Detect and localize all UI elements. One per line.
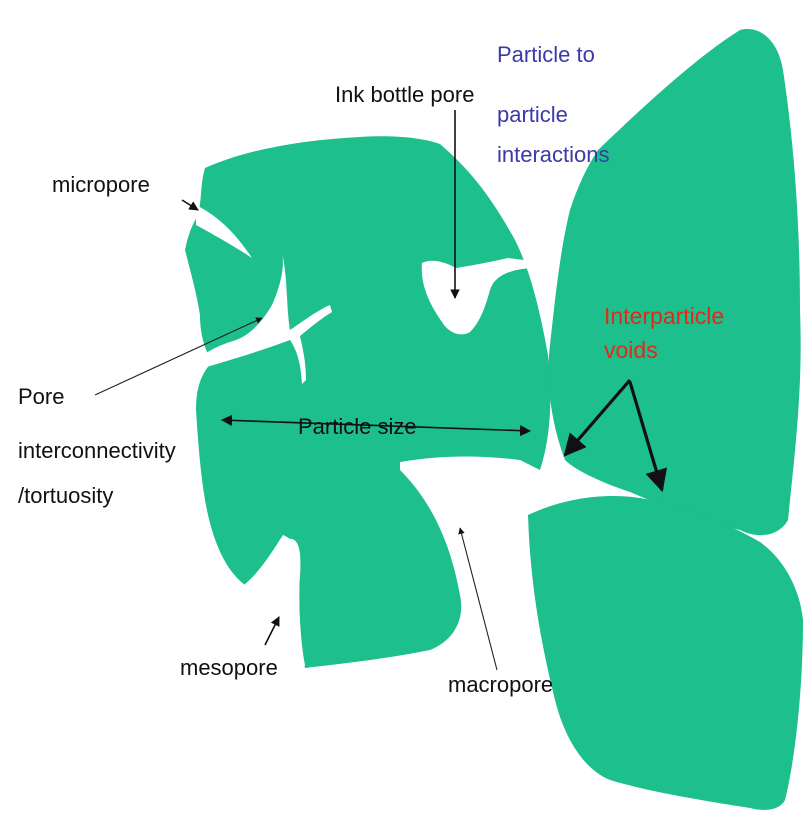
- pore-interconnectivity-label: Pore interconnectivity /tortuosity: [18, 384, 182, 508]
- mesopore-label: mesopore: [180, 655, 278, 680]
- main-particle: [185, 136, 550, 668]
- macropore-arrow: [460, 528, 497, 670]
- upper-right-particle: [549, 29, 801, 535]
- particle-size-label: Particle size: [298, 414, 417, 439]
- macropore-label: macropore: [448, 672, 553, 697]
- lower-right-particle: [528, 496, 803, 810]
- micropore-arrow: [182, 200, 198, 210]
- ink-bottle-pore-label: Ink bottle pore: [335, 82, 474, 107]
- particle-interactions-label: Particle to particle interactions: [497, 42, 610, 167]
- micropore-label: micropore: [52, 172, 150, 197]
